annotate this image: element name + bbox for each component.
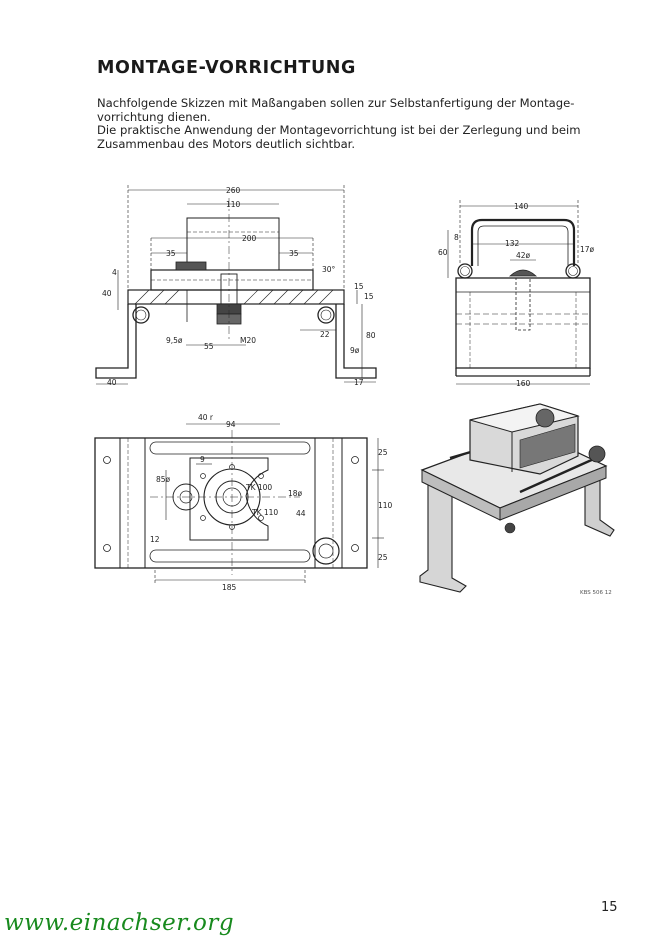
dim-17-foot: 17 bbox=[354, 378, 364, 387]
dim-tk100: TK 100 bbox=[245, 483, 272, 492]
dim-60: 60 bbox=[438, 248, 448, 257]
dim-132: 132 bbox=[505, 239, 520, 248]
dim-15b: 15 bbox=[364, 292, 374, 301]
dim-40r: 40 r bbox=[198, 413, 214, 422]
dim-35-right: 35 bbox=[289, 249, 299, 258]
dim-44: 44 bbox=[296, 509, 306, 518]
dim-110-front: 110 bbox=[226, 200, 241, 209]
top-view-drawing bbox=[94, 430, 368, 575]
dim-85: 85ø bbox=[156, 475, 171, 484]
dim-55: 55 bbox=[204, 342, 214, 351]
dim-80: 80 bbox=[366, 331, 376, 340]
dim-140: 140 bbox=[514, 202, 529, 211]
intro-paragraph-2: Die praktische Anwendung der Montagevorr… bbox=[97, 123, 581, 151]
dim-tk110: TK 110 bbox=[251, 508, 278, 517]
perspective-drawing bbox=[419, 403, 615, 593]
watermark: www.einachser.org bbox=[4, 910, 235, 936]
dim-9: 9ø bbox=[350, 346, 360, 355]
dim-42: 42ø bbox=[516, 251, 531, 260]
dim-8: 8 bbox=[454, 233, 459, 242]
dim-260: 260 bbox=[226, 186, 241, 195]
dim-17-side: 17ø bbox=[580, 245, 595, 254]
dim-25-bottom: 25 bbox=[378, 553, 388, 562]
page-number: 15 bbox=[601, 900, 618, 915]
intro-text: Nachfolgende Skizzen mit Maßangaben soll… bbox=[97, 96, 627, 151]
dim-185: 185 bbox=[222, 583, 237, 592]
dim-94: 94 bbox=[226, 420, 236, 429]
dim-m20: M20 bbox=[240, 336, 256, 345]
dim-110-top: 110 bbox=[378, 501, 393, 510]
dim-35-left: 35 bbox=[166, 249, 176, 258]
dim-9-top: 9 bbox=[200, 455, 205, 464]
dim-25-top: 25 bbox=[378, 448, 388, 457]
dim-160: 160 bbox=[516, 379, 531, 388]
dim-12: 12 bbox=[150, 535, 160, 544]
dim-40-foot: 40 bbox=[107, 378, 117, 387]
dim-200: 200 bbox=[242, 234, 257, 243]
figure-reference-code: KBS 506 12 bbox=[580, 590, 612, 596]
dim-30deg: 30° bbox=[322, 265, 336, 274]
dim-9-5: 9,5ø bbox=[166, 336, 183, 345]
dim-22: 22 bbox=[320, 330, 330, 339]
page-title: MONTAGE-VORRICHTUNG bbox=[97, 58, 356, 78]
side-view-drawing bbox=[455, 218, 591, 377]
dim-40-front: 40 bbox=[102, 289, 112, 298]
dim-15: 15 bbox=[354, 282, 364, 291]
dim-18: 18ø bbox=[288, 489, 303, 498]
front-view-drawing bbox=[95, 198, 377, 379]
intro-paragraph-1: Nachfolgende Skizzen mit Maßangaben soll… bbox=[97, 96, 575, 124]
dim-4: 4 bbox=[112, 268, 117, 277]
